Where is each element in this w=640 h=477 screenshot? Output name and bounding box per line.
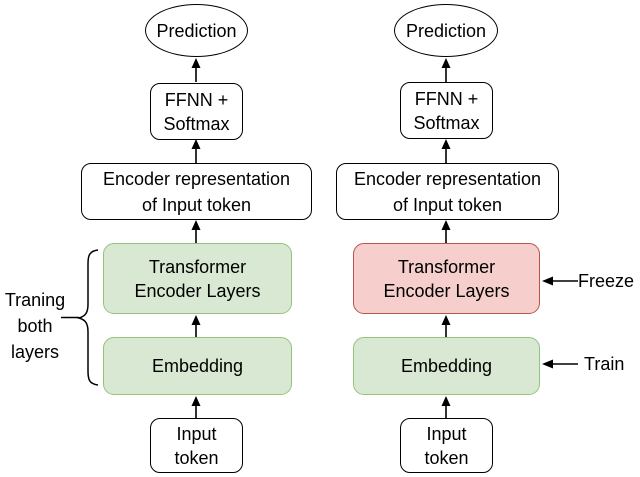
prediction-node-right: Prediction	[394, 4, 498, 57]
ffnn-softmax-node-left: FFNN + Softmax	[150, 83, 243, 140]
arrow-embedding-to-transformer-right	[441, 315, 451, 337]
encoder-representation-node-right: Encoder representation of Input token	[336, 163, 559, 220]
ffnn-softmax-node-right: FFNN + Softmax	[400, 82, 493, 139]
arrow-embedding-to-transformer-left	[191, 315, 201, 337]
arrow-encoder-to-ffnn-right	[441, 139, 451, 163]
arrow-input-to-embedding-left	[191, 396, 201, 418]
arrow-input-to-embedding-right	[441, 396, 451, 418]
arrow-encoder-to-ffnn-left	[191, 139, 201, 163]
freeze-label: Freeze	[578, 271, 635, 291]
arrow-transformer-to-encoder-right	[441, 220, 451, 243]
arrow-transformer-to-encoder-left	[191, 220, 201, 243]
arrow-ffnn-to-prediction-right	[441, 58, 451, 82]
brace	[76, 249, 99, 386]
train-arrow	[542, 359, 578, 369]
train-label: Train	[584, 354, 625, 374]
encoder-representation-node-left: Encoder representation of Input token	[81, 163, 312, 220]
transformer-encoder-node-right: Transformer Encoder Layers	[353, 243, 540, 314]
transformer-encoder-node-left: Transformer Encoder Layers	[103, 243, 292, 314]
prediction-node-left: Prediction	[145, 4, 248, 57]
embedding-node-left: Embedding	[103, 337, 292, 395]
arrow-ffnn-to-prediction-left	[191, 58, 201, 82]
input-token-node-left: Input token	[150, 418, 243, 473]
freeze-arrow	[542, 276, 578, 286]
embedding-node-right: Embedding	[353, 337, 540, 395]
training-both-layers-label: Traning both layers	[4, 290, 66, 362]
input-token-node-right: Input token	[400, 418, 493, 473]
